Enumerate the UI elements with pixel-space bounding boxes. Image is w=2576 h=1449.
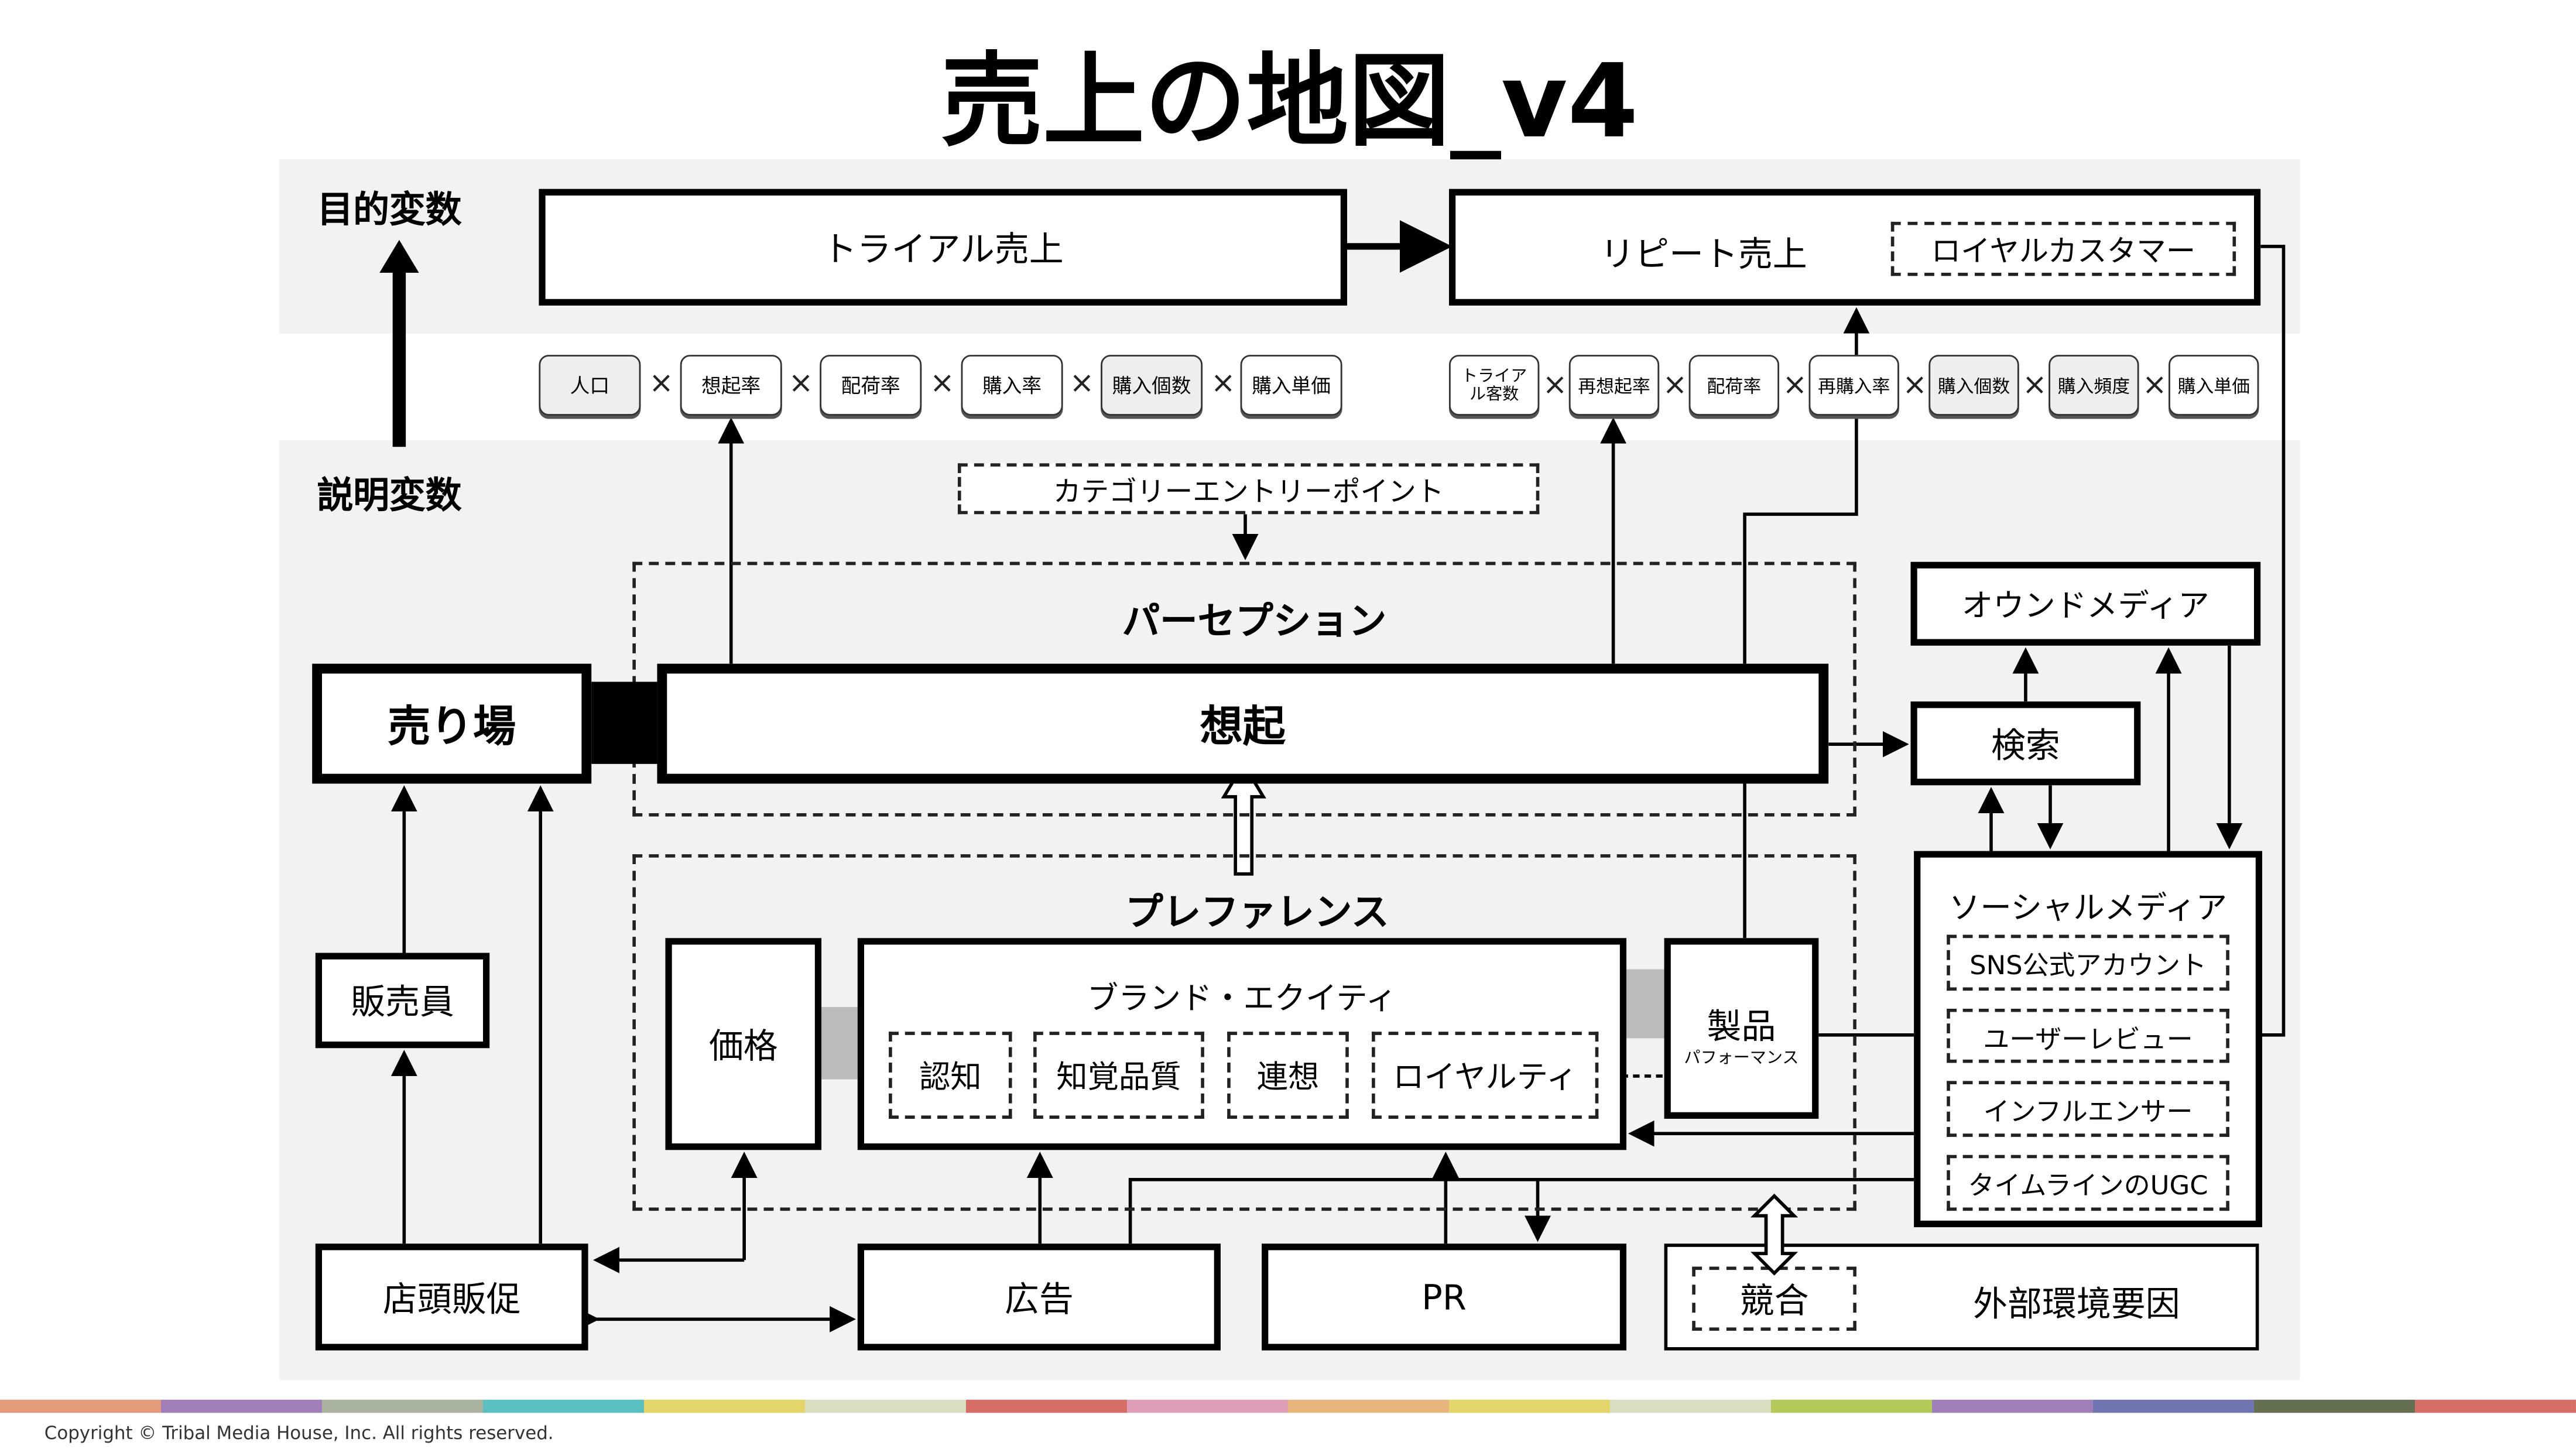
external-factors-box: 競合 外部環境要因 (1664, 1244, 2259, 1351)
awareness-box: 認知 (889, 1032, 1012, 1119)
store-connector (588, 681, 661, 764)
stripe-segment (1448, 1399, 1610, 1413)
stripe-segment (321, 1399, 483, 1413)
recall-box: 想起 (657, 663, 1829, 784)
stripe-segment (1287, 1399, 1449, 1413)
copyright: Copyright © Tribal Media House, Inc. All… (44, 1423, 554, 1444)
sns-official-account-box: SNS公式アカウント (1947, 934, 2229, 991)
repeat-sales-box: リピート売上 ロイヤルカスタマー (1448, 189, 2261, 306)
association-box: 連想 (1227, 1032, 1349, 1119)
brand-equity-label: ブランド・エクイティ (1087, 981, 1397, 1017)
perception-label: パーセプション (1122, 601, 1387, 644)
stripe-segment (804, 1399, 966, 1413)
objective-variable-label: 目的変数 (317, 190, 462, 232)
times-sign: × (1902, 368, 1927, 403)
factor-unit-price: 購入単価 (1240, 355, 1342, 416)
times-sign: × (1782, 368, 1807, 403)
perceived-quality-box: 知覚品質 (1033, 1032, 1204, 1119)
stripe-segment (160, 1399, 322, 1413)
timeline-ugc-box: タイムラインのUGC (1947, 1155, 2229, 1211)
times-sign: × (1211, 366, 1236, 401)
category-entry-point-box: カテゴリーエントリーポイント (957, 463, 1540, 515)
store-box: 売り場 (312, 663, 592, 784)
factor-purchase-rate: 購入率 (961, 355, 1063, 416)
factor-purchase-quantity: 購入個数 (1101, 355, 1203, 416)
stripe-segment (2092, 1399, 2254, 1413)
stripe-segment (1609, 1399, 1771, 1413)
factor-population: 人口 (539, 355, 641, 416)
stripe-segment (2414, 1399, 2576, 1413)
advertising-box: 広告 (857, 1244, 1221, 1351)
factor-unit-price-repeat: 購入単価 (2169, 355, 2259, 416)
product-box: 製品 パフォーマンス (1664, 938, 1819, 1119)
competition-box: 競合 (1692, 1266, 1856, 1331)
times-sign: × (1542, 368, 1568, 403)
factor-purchase-quantity-repeat: 購入個数 (1928, 355, 2019, 416)
times-sign: × (649, 366, 674, 401)
stripe-segment (1126, 1399, 1288, 1413)
factor-recall-rate: 想起率 (680, 355, 782, 416)
trial-sales-box: トライアル売上 (539, 189, 1348, 306)
stripe-segment (482, 1399, 644, 1413)
stripe-segment (965, 1399, 1127, 1413)
brand-product-connector (1626, 969, 1664, 1039)
stripe-segment (643, 1399, 805, 1413)
external-factors-label: 外部環境要因 (1973, 1284, 2180, 1324)
stripe-segment (1770, 1399, 1932, 1413)
times-sign: × (2142, 368, 2167, 403)
search-box: 検索 (1910, 701, 2141, 786)
loyalty-box: ロイヤルティ (1372, 1032, 1599, 1119)
stripe-segment (0, 1399, 161, 1413)
factor-re-recall-rate: 再想起率 (1568, 355, 1660, 416)
times-sign: × (1069, 366, 1095, 401)
salesperson-box: 販売員 (315, 953, 490, 1049)
social-media-box: ソーシャルメディア SNS公式アカウント ユーザーレビュー インフルエンサー タ… (1914, 851, 2262, 1228)
factor-trial-customers: トライアル客数 (1448, 355, 1540, 416)
factor-purchase-frequency: 購入頻度 (2049, 355, 2139, 416)
product-label: 製品 (1707, 1007, 1776, 1047)
product-sub-label: パフォーマンス (1684, 1050, 1799, 1068)
times-sign: × (788, 366, 814, 401)
repeat-sales-label: リピート売上 (1600, 235, 1807, 275)
color-stripe (0, 1399, 2576, 1413)
stripe-segment (1931, 1399, 2093, 1413)
owned-media-box: オウンドメディア (1910, 561, 2261, 646)
user-review-box: ユーザーレビュー (1947, 1008, 2229, 1063)
factor-distribution-rate: 配荷率 (820, 355, 922, 416)
explanatory-variable-label: 説明変数 (317, 476, 462, 518)
page-title: 売上の地図_v4 (941, 40, 1639, 160)
price-box: 価格 (665, 938, 822, 1150)
influencer-box: インフルエンサー (1947, 1081, 2229, 1137)
pr-box: PR (1262, 1244, 1627, 1351)
preference-label: プレファレンス (1125, 892, 1389, 935)
factor-repurchase-rate: 再購入率 (1808, 355, 1899, 416)
price-brand-connector (821, 1007, 858, 1080)
brand-equity-box: ブランド・エクイティ 認知 知覚品質 連想 ロイヤルティ (857, 938, 1627, 1150)
factor-distribution-rate-repeat: 配荷率 (1688, 355, 1780, 416)
loyal-customer-box: ロイヤルカスタマー (1890, 221, 2236, 276)
times-sign: × (2022, 368, 2047, 403)
stripe-segment (2253, 1399, 2415, 1413)
store-promotion-box: 店頭販促 (315, 1244, 588, 1351)
social-media-label: ソーシャルメディア (1948, 890, 2228, 927)
preference-region (632, 854, 1856, 1211)
times-sign: × (1662, 368, 1688, 403)
times-sign: × (930, 366, 955, 401)
